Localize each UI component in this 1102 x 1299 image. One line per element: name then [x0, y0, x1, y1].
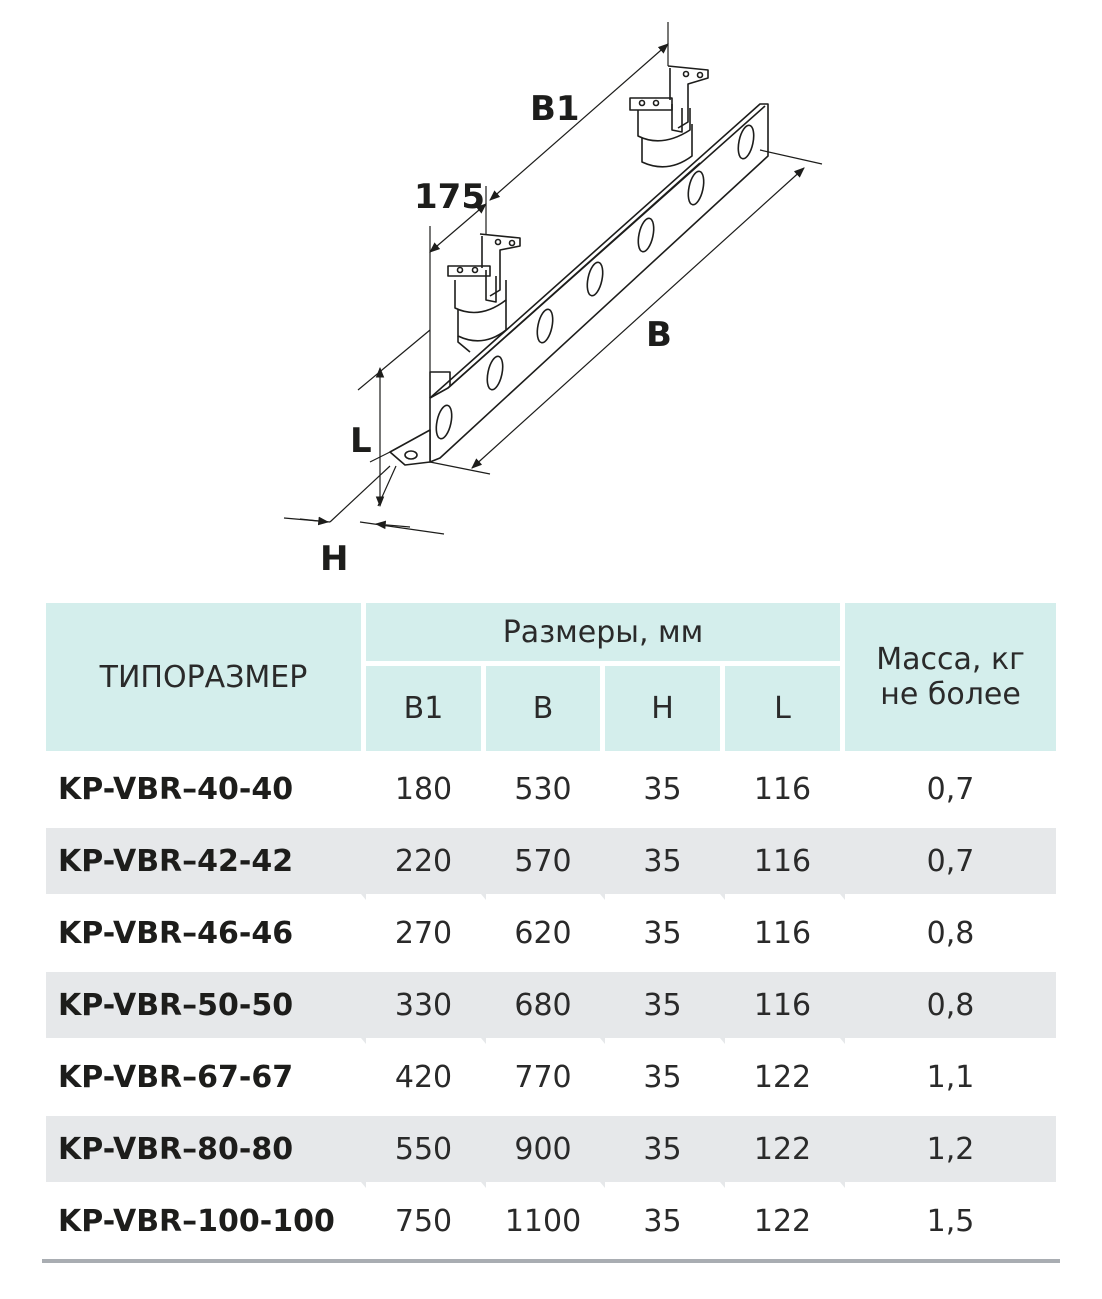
cell-l: 122 [725, 1044, 846, 1116]
cell-b: 1100 [486, 1188, 605, 1260]
header-mass-line1: Масса, кг [876, 642, 1025, 677]
cell-l: 116 [725, 972, 846, 1044]
table-row: KP-VBR–46-46 270 620 35 116 0,8 [46, 900, 1057, 972]
header-h: H [605, 666, 725, 756]
cell-model: KP-VBR–46-46 [46, 900, 366, 972]
cell-l: 122 [725, 1116, 846, 1188]
cell-h: 35 [605, 1044, 725, 1116]
cell-h: 35 [605, 900, 725, 972]
cell-mass: 0,7 [845, 756, 1057, 828]
cell-b: 770 [486, 1044, 605, 1116]
cell-b1: 220 [366, 828, 486, 900]
cell-mass: 0,8 [845, 900, 1057, 972]
cell-mass: 1,5 [845, 1188, 1057, 1260]
cell-mass: 1,2 [845, 1116, 1057, 1188]
header-l: L [725, 666, 846, 756]
cell-b1: 330 [366, 972, 486, 1044]
cell-model: KP-VBR–40-40 [46, 756, 366, 828]
dim-label-offset: 175 [414, 177, 485, 217]
cell-model: KP-VBR–42-42 [46, 828, 366, 900]
cell-l: 116 [725, 900, 846, 972]
header-dimensions-group: Размеры, мм [366, 603, 846, 666]
cell-l: 122 [725, 1188, 846, 1260]
cell-h: 35 [605, 972, 725, 1044]
cell-h: 35 [605, 1188, 725, 1260]
cell-h: 35 [605, 756, 725, 828]
cell-b: 680 [486, 972, 605, 1044]
cell-b1: 420 [366, 1044, 486, 1116]
cell-h: 35 [605, 1116, 725, 1188]
table-row: KP-VBR–50-50 330 680 35 116 0,8 [46, 972, 1057, 1044]
header-mass-line2: не более [880, 677, 1021, 712]
cell-mass: 0,7 [845, 828, 1057, 900]
dim-label-b1: B1 [530, 89, 580, 129]
header-b: B [486, 666, 605, 756]
cell-model: KP-VBR–80-80 [46, 1116, 366, 1188]
cell-l: 116 [725, 756, 846, 828]
dimension-lines [283, 22, 823, 535]
header-model: ТИПОРАЗМЕР [46, 603, 366, 756]
cell-l: 116 [725, 828, 846, 900]
cell-model: KP-VBR–67-67 [46, 1044, 366, 1116]
cell-b: 530 [486, 756, 605, 828]
cell-b: 570 [486, 828, 605, 900]
table-row: KP-VBR–67-67 420 770 35 122 1,1 [46, 1044, 1057, 1116]
bottom-rule [42, 1259, 1060, 1263]
cell-b: 620 [486, 900, 605, 972]
cell-mass: 0,8 [845, 972, 1057, 1044]
cell-model: KP-VBR–100-100 [46, 1188, 366, 1260]
header-b1: B1 [366, 666, 486, 756]
cell-b1: 750 [366, 1188, 486, 1260]
cell-b1: 270 [366, 900, 486, 972]
table-row: KP-VBR–100-100 750 1100 35 122 1,5 [46, 1188, 1057, 1260]
table-row: KP-VBR–42-42 220 570 35 116 0,7 [46, 828, 1057, 900]
cell-b1: 550 [366, 1116, 486, 1188]
cell-b: 900 [486, 1116, 605, 1188]
bracket-drawing: B1 175 B L H [283, 22, 823, 579]
cell-b1: 180 [366, 756, 486, 828]
spec-table: ТИПОРАЗМЕР Размеры, мм Масса, кг не боле… [46, 603, 1057, 1260]
dim-label-b: B [646, 315, 672, 355]
table-row: KP-VBR–40-40 180 530 35 116 0,7 [46, 756, 1057, 828]
table-row: KP-VBR–80-80 550 900 35 122 1,2 [46, 1116, 1057, 1188]
cell-h: 35 [605, 828, 725, 900]
dim-label-h: H [320, 539, 348, 579]
header-mass: Масса, кг не более [845, 603, 1057, 756]
dim-label-l: L [350, 421, 372, 461]
cell-mass: 1,1 [845, 1044, 1057, 1116]
cell-model: KP-VBR–50-50 [46, 972, 366, 1044]
